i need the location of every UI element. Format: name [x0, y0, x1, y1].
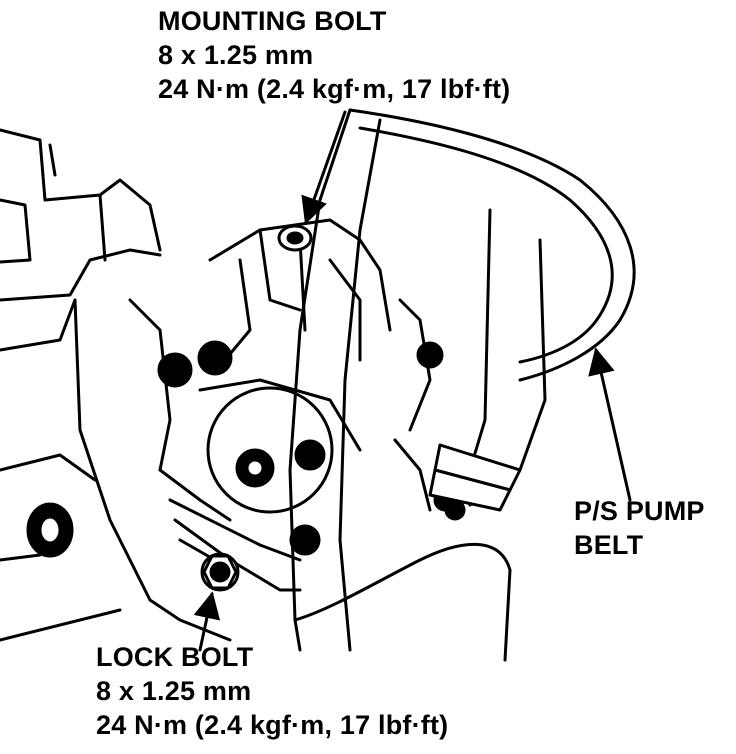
mounting-bolt-name: MOUNTING BOLT: [158, 6, 387, 36]
mounting-bolt-torque: 24 N·m (2.4 kgf·m, 17 lbf·ft): [158, 74, 511, 104]
lock-bolt: [200, 552, 240, 592]
mounting-bolt-size: 8 x 1.25 mm: [158, 40, 314, 70]
belt-label-line2: BELT: [574, 530, 644, 560]
lock-bolt-name: LOCK BOLT: [96, 642, 254, 672]
engine-block: [0, 128, 232, 642]
mounting-bolt-callout: MOUNTING BOLT 8 x 1.25 mm 24 N·m (2.4 kg…: [158, 4, 510, 106]
lock-bolt-size: 8 x 1.25 mm: [96, 676, 252, 706]
mounting-bolt-arrow: [301, 110, 347, 225]
pressure-hose: [428, 208, 547, 521]
belt-arrow: [588, 347, 632, 502]
lock-bolt-arrow: [193, 591, 221, 652]
mounting-bolt: [277, 224, 313, 252]
lock-bolt-torque: 24 N·m (2.4 kgf·m, 17 lbf·ft): [96, 710, 449, 740]
ps-pump-belt: [288, 108, 636, 662]
power-steering-pump: [157, 218, 457, 592]
lock-bolt-callout: LOCK BOLT 8 x 1.25 mm 24 N·m (2.4 kgf·m,…: [96, 640, 448, 742]
belt-callout: P/S PUMP BELT: [574, 494, 705, 562]
belt-label-line1: P/S PUMP: [574, 496, 705, 526]
